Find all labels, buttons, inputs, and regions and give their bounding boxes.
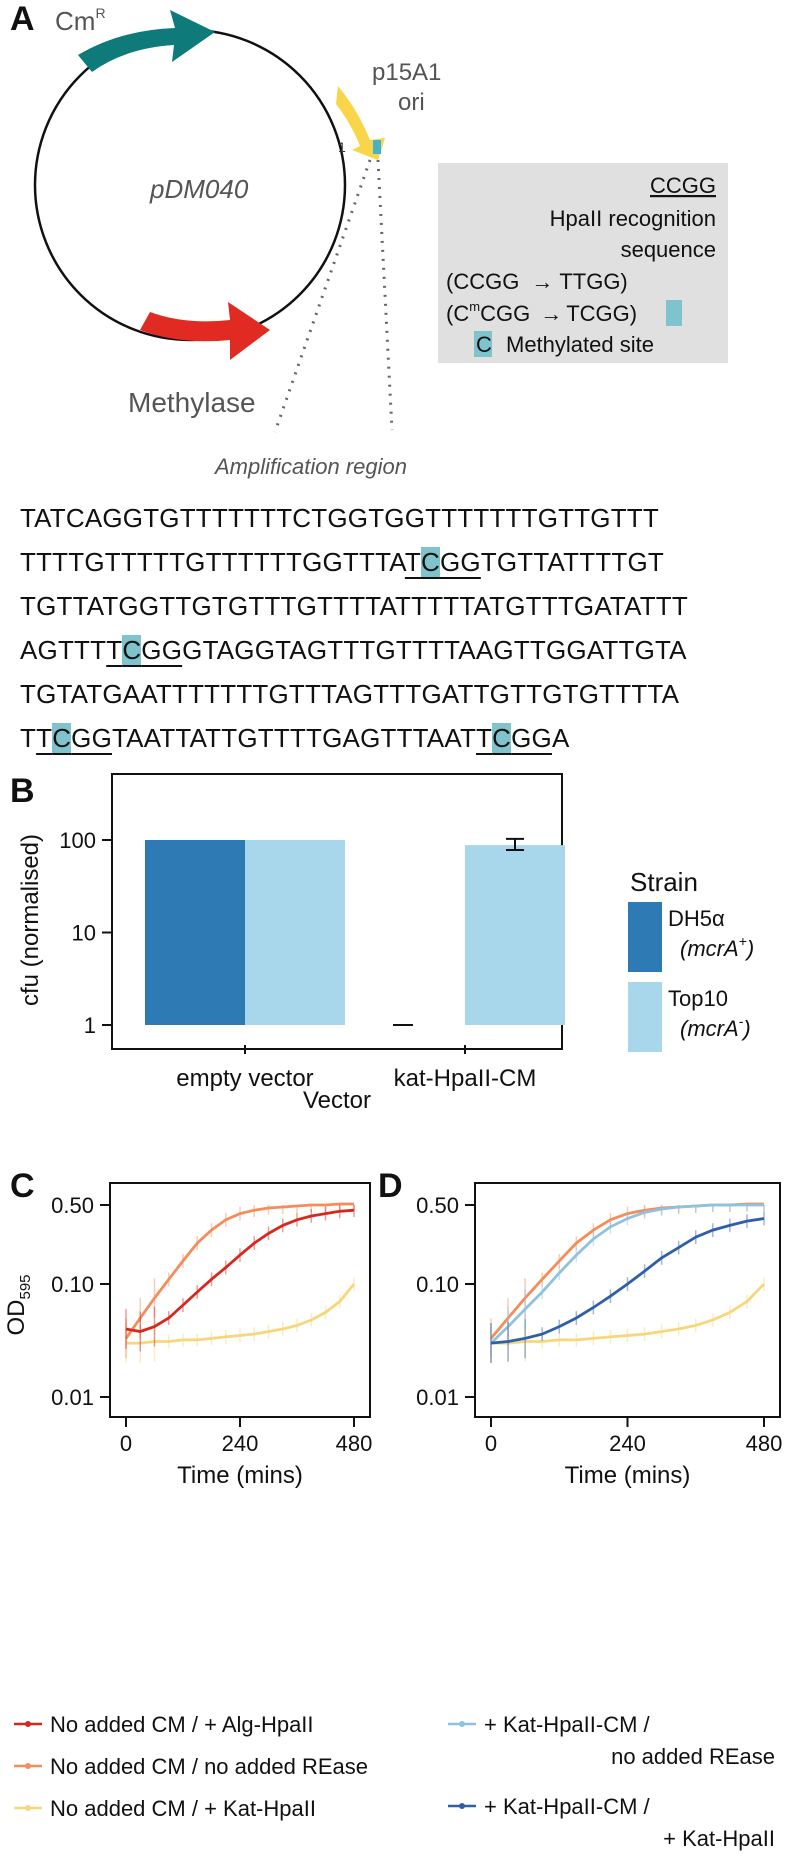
x-tick-label: kat-HpaII-CM bbox=[394, 1065, 537, 1092]
x-tick-label: 480 bbox=[746, 1431, 783, 1456]
y-tick-label: 10 bbox=[72, 921, 96, 946]
legend-marker bbox=[459, 1721, 465, 1727]
key-line2: sequence bbox=[621, 237, 716, 262]
x-tick-label: 0 bbox=[120, 1431, 132, 1456]
growth-legend: No added CM / + Alg-HpaII No added CM / n… bbox=[14, 1712, 775, 1851]
series-line bbox=[125, 1208, 355, 1333]
ori-label-line2: ori bbox=[398, 89, 425, 116]
legend-marker bbox=[25, 1805, 31, 1811]
seq-line-2: TTTTGTTTTTGTTTTTTGGTTTATCGGTGTTATTTTGT bbox=[20, 547, 664, 577]
legend-marker bbox=[459, 1803, 465, 1809]
y-tick-label: 0.50 bbox=[416, 1193, 459, 1218]
bar bbox=[145, 840, 245, 1025]
legend-text: + Kat-HpaII-CM / bbox=[484, 1712, 651, 1737]
legend-swatch bbox=[628, 982, 662, 1052]
x-tick-label: 240 bbox=[609, 1431, 646, 1456]
recognition-key-box bbox=[438, 163, 728, 363]
methylase-gene-arrow bbox=[140, 302, 270, 360]
legend-text: No added CM / no added REase bbox=[50, 1754, 368, 1779]
bar bbox=[245, 840, 345, 1025]
amplification-marker bbox=[373, 140, 381, 154]
amplification-dotted-right bbox=[376, 159, 394, 431]
y-tick-label: 0.01 bbox=[416, 1385, 459, 1410]
recognition-key: CCGG HpaII recognition sequence (CCGG→TT… bbox=[446, 173, 716, 357]
seq-line-1: TATCAGGTGTTTTTTTCTGGTGGTTTTTTTGTTGTTT bbox=[20, 503, 659, 533]
seq-line-5: TGTATGAATTTTTTTGTTTAGTTTGATTGTTGTGTTTTA bbox=[20, 679, 680, 709]
seq-line-4: AGTTTTCGGGTAGGTAGTTTGTTTTAAGTTGGATTGTA bbox=[20, 635, 687, 665]
legend-marker bbox=[25, 1721, 31, 1727]
x-axis-label: Time (mins) bbox=[177, 1462, 303, 1489]
key-site: CCGG bbox=[650, 173, 716, 198]
y-axis-label: cfu (normalised) bbox=[17, 834, 44, 1006]
bar-chart-cfu: 1 10 100 cfu (normalised) empty vector kat-Hp… bbox=[17, 773, 754, 1110]
cmr-label: CmR bbox=[55, 5, 106, 36]
amplification-label: Amplification region bbox=[213, 454, 407, 479]
panel-label-d: D bbox=[378, 1167, 403, 1205]
methylase-label: Methylase bbox=[128, 387, 256, 418]
plasmid-map: 1 CmR p15A1 ori pDM040 Methylase Amplifi… bbox=[33, 5, 441, 479]
panel-label-a: A bbox=[10, 0, 35, 38]
amplified-sequence: TATCAGGTGTTTTTTTCTGGTGGTTTTTTTGTTGTTT TT… bbox=[20, 496, 688, 760]
legend-genotype: (mcrA-) bbox=[680, 1013, 751, 1041]
seq-line-3: TGTTATGGTTGTGTTTGTTTTATTTTTATGTTTGATATTT bbox=[20, 591, 688, 621]
x-tick-label: 480 bbox=[336, 1431, 373, 1456]
key-methyl-letter: C bbox=[476, 332, 492, 357]
y-tick-label: 0.50 bbox=[51, 1193, 94, 1218]
seq-line-6: TTCGGTAATTATTGTTTTGAGTTTAATTCGGA bbox=[20, 723, 570, 753]
y-tick-label: 100 bbox=[59, 828, 96, 853]
x-tick-label: 240 bbox=[222, 1431, 259, 1456]
legend-text: + Kat-HpaII-CM / bbox=[484, 1794, 651, 1819]
cmr-gene-arrow bbox=[78, 10, 215, 72]
key-line1: HpaII recognition bbox=[550, 206, 716, 231]
legend-title: Strain bbox=[630, 867, 698, 897]
key-methyl-swatch bbox=[474, 331, 492, 357]
y-axis-label: OD595 bbox=[3, 1274, 34, 1335]
small-mark: 1 bbox=[338, 139, 346, 155]
x-axis-label: Vector bbox=[303, 1087, 371, 1110]
y-tick-label: 0.10 bbox=[51, 1272, 94, 1297]
x-tick-label: 0 bbox=[485, 1431, 497, 1456]
legend-text: No added CM / + Alg-HpaII bbox=[50, 1712, 314, 1737]
series-line bbox=[126, 1283, 356, 1345]
amplification-dotted-left bbox=[273, 159, 372, 433]
legend-label: Top10 bbox=[668, 986, 728, 1011]
ori-label-line1: p15A1 bbox=[372, 59, 441, 86]
series-line bbox=[490, 1203, 764, 1345]
key-conv2-highlight bbox=[666, 300, 682, 326]
legend-swatch bbox=[628, 902, 662, 972]
series-line bbox=[490, 1217, 765, 1345]
legend-genotype: (mcrA+) bbox=[680, 933, 754, 961]
panel-label-c: C bbox=[10, 1167, 35, 1205]
bar bbox=[465, 845, 565, 1025]
key-conv1: (CCGG→TTGG) bbox=[446, 269, 628, 294]
x-tick-label: empty vector bbox=[176, 1065, 313, 1092]
legend-text-2: + Kat-HpaII bbox=[663, 1826, 775, 1851]
y-tick-label: 0.10 bbox=[416, 1272, 459, 1297]
y-tick-label: 1 bbox=[84, 1013, 96, 1038]
series-line bbox=[491, 1283, 766, 1345]
ori-region bbox=[336, 86, 385, 160]
key-conv2: (CmCGG→TCGG) bbox=[446, 299, 637, 326]
panel-label-b: B bbox=[10, 772, 35, 810]
y-tick-label: 0.01 bbox=[51, 1385, 94, 1410]
legend-marker bbox=[25, 1763, 31, 1769]
key-methyl-label: Methylated site bbox=[506, 332, 654, 357]
plasmid-name: pDM040 bbox=[149, 174, 249, 204]
series-line bbox=[124, 1202, 354, 1340]
x-axis-label: Time (mins) bbox=[565, 1462, 691, 1489]
legend-text: No added CM / + Kat-HpaII bbox=[50, 1796, 316, 1821]
legend-text-2: no added REase bbox=[611, 1744, 775, 1769]
legend-label: DH5α bbox=[668, 906, 725, 931]
